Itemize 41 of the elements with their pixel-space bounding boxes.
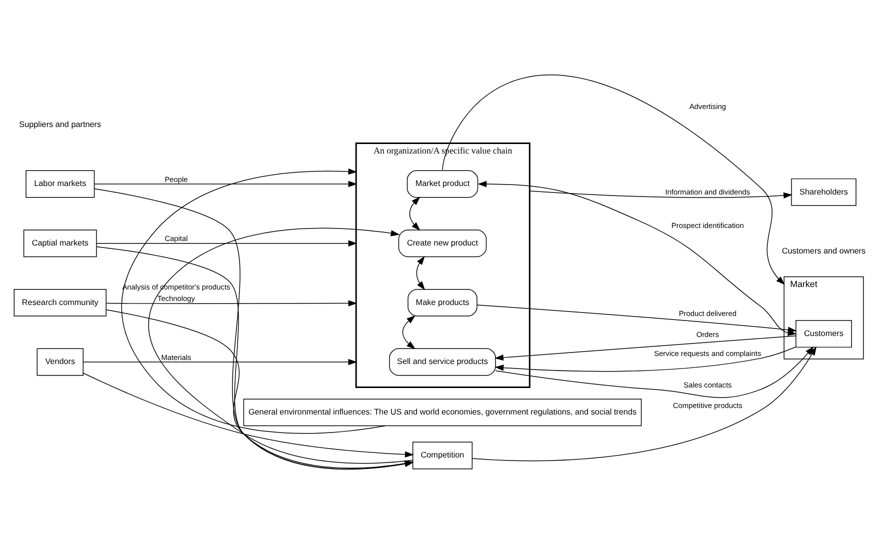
edge-label: Capital (164, 234, 188, 244)
edge-label: Sales contacts (684, 380, 732, 390)
arrow (148, 228, 414, 464)
arrow (409, 196, 420, 231)
node-box: Research community (14, 288, 106, 316)
arrow (494, 346, 796, 372)
arrow (94, 180, 358, 188)
edge-label: Orders (696, 330, 719, 339)
arrow (476, 304, 797, 333)
node-box: Create new product (398, 230, 487, 258)
arrow (442, 76, 785, 285)
node-box: Sell and service products (389, 348, 496, 376)
arrow (106, 300, 358, 306)
node-box: Captial markets (23, 230, 97, 258)
node-box: Make products (408, 288, 478, 316)
label: Suppliers and partners (19, 120, 102, 129)
arrow (96, 240, 358, 246)
label: Customers and owners (782, 246, 866, 256)
edge-label: Materials (161, 352, 192, 362)
arrow (82, 372, 414, 458)
edge-label: Prospect identification (671, 220, 744, 230)
arrow (121, 168, 386, 434)
node-box: Vendors (36, 348, 84, 376)
arrow (494, 336, 796, 361)
edge-label: Service requests and complaints (654, 349, 762, 358)
edge-label: Technology (157, 294, 195, 304)
node-box: General environmental influences: The US and world economies, government regulations, and social trends (243, 398, 642, 426)
arrow (402, 315, 416, 350)
edge-label: Product delivered (678, 309, 736, 318)
arrow (82, 358, 358, 366)
node-box: Labor markets (26, 170, 95, 198)
edge-label: People (164, 174, 188, 184)
edge-label: Advertising (689, 102, 726, 112)
edge-label: Information and dividends (665, 187, 750, 196)
edge-label: Competitive products (672, 401, 742, 410)
node-box: Market product (406, 170, 478, 198)
node-box: Customers (796, 320, 852, 348)
node-box: Competition (412, 442, 473, 470)
arrow (529, 190, 792, 199)
arrow (416, 256, 426, 290)
node-box: Shareholders (791, 178, 856, 206)
